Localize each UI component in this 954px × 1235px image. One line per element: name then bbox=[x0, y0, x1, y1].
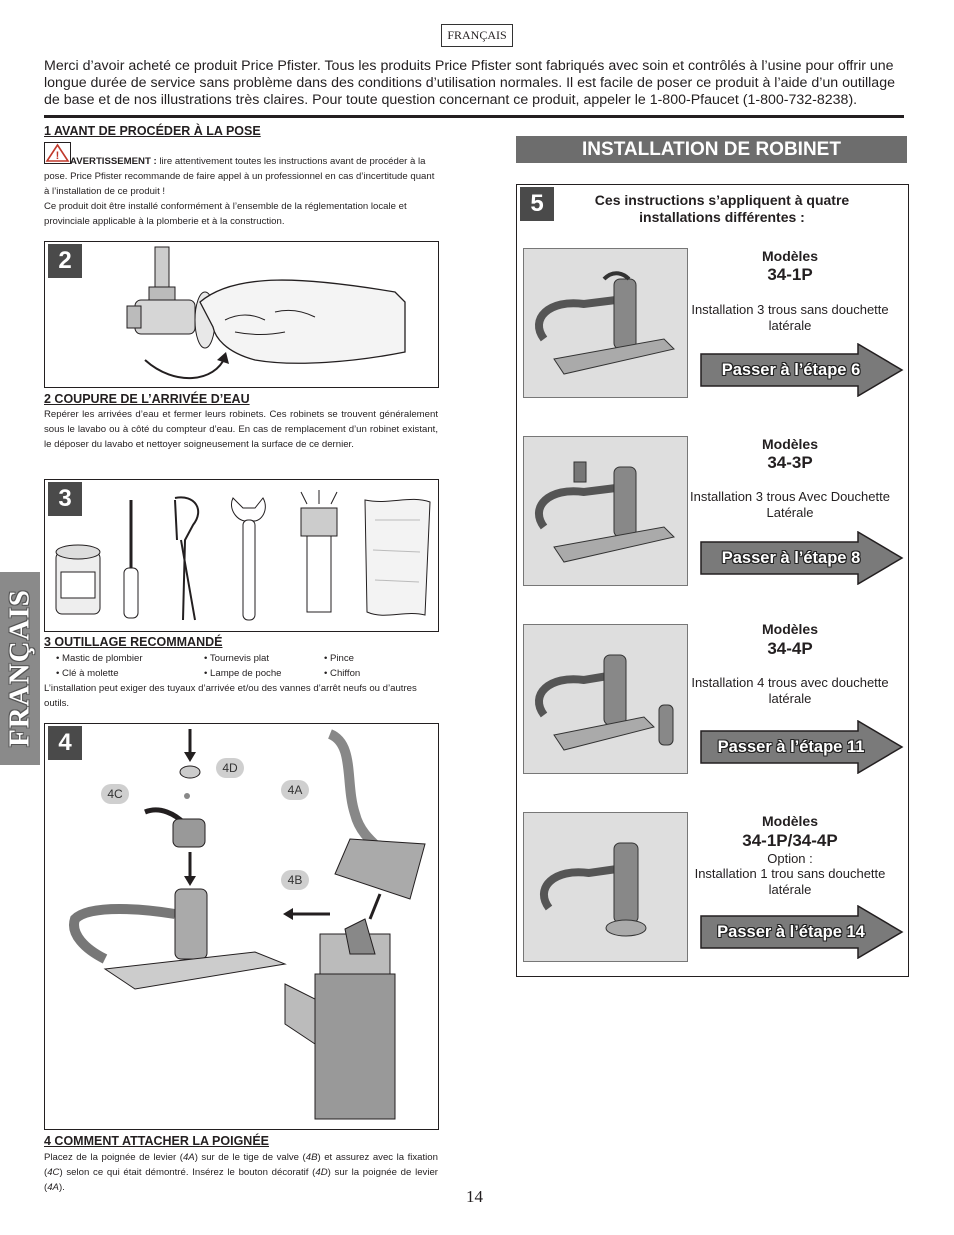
handle-assembly-illustration bbox=[69, 729, 426, 1120]
language-side-tab: FRANÇAIS bbox=[0, 572, 40, 765]
warning-label: AVERTISSEMENT : bbox=[70, 156, 157, 167]
warning-icon: ! bbox=[44, 142, 71, 164]
ref-4a: 4A bbox=[47, 1182, 59, 1193]
option-34-1p-label: Modèles bbox=[761, 248, 818, 264]
go-to-step-8-button[interactable]: Passer à l’étape 8 bbox=[700, 531, 904, 585]
rag-icon bbox=[364, 498, 431, 616]
right-arrow-icon bbox=[700, 531, 904, 585]
shutoff-valve-hand-illustration bbox=[126, 246, 406, 380]
option-34-3p-image bbox=[523, 436, 688, 586]
option-single-hole-option: Option : bbox=[767, 851, 813, 866]
faucet-4-hole-sprayer-icon bbox=[535, 654, 674, 751]
step2-figure: 2 bbox=[44, 241, 439, 388]
step3-note: L’installation peut exiger des tuyaux d’… bbox=[44, 683, 417, 709]
right-arrow-icon bbox=[700, 905, 904, 959]
tool-wrench: • Clé à molette bbox=[56, 668, 119, 679]
installation-heading: INSTALLATION DE ROBINET bbox=[516, 136, 907, 163]
screwdriver-icon bbox=[123, 500, 139, 619]
step4-text-part: ) et assurez avec la fixation ( bbox=[44, 1152, 438, 1178]
option-single-hole-code: 34-1P/34-4P bbox=[742, 831, 838, 850]
go-to-step-8-label: Passer à l’étape 8 bbox=[721, 549, 861, 567]
go-to-step-6-button[interactable]: Passer à l’étape 6 bbox=[700, 343, 904, 397]
tool-screwdriver: • Tournevis plat bbox=[204, 653, 270, 664]
step4-number: 4 bbox=[48, 726, 82, 760]
language-tag: FRANÇAIS bbox=[441, 24, 513, 47]
go-to-step-14-label: Passer à l’étape 14 bbox=[717, 923, 865, 941]
go-to-step-11-button[interactable]: Passer à l’étape 11 bbox=[700, 720, 904, 774]
step4-text-part: Placez de la poignée de levier ( bbox=[44, 1152, 183, 1163]
step4-figure: 4 4D 4C 4A 4B bbox=[44, 723, 439, 1130]
tool-rag: • Chiffon bbox=[324, 668, 361, 679]
faucet-1-hole-icon bbox=[540, 842, 647, 937]
step4-text-part: ) sur de le tige de valve ( bbox=[194, 1152, 306, 1163]
option-34-1p-desc: Installation 3 trous sans douchette laté… bbox=[691, 302, 889, 333]
page-number: 14 bbox=[466, 1187, 483, 1206]
step4-title: 4 COMMENT ATTACHER LA POIGNÉE bbox=[44, 1134, 269, 1148]
putty-jar-icon bbox=[55, 544, 101, 615]
ref-4c: 4C bbox=[47, 1167, 60, 1178]
step3-number: 3 bbox=[48, 482, 82, 516]
go-to-step-11-label: Passer à l’étape 11 bbox=[717, 738, 865, 756]
option-34-3p-code: 34-3P bbox=[767, 453, 813, 472]
ref-4d: 4D bbox=[315, 1167, 328, 1178]
option-single-hole-desc: Installation 1 trou sans douchette latér… bbox=[694, 866, 886, 897]
option-34-3p-label: Modèles bbox=[761, 436, 818, 452]
pliers-icon bbox=[174, 496, 200, 621]
go-to-step-14-button[interactable]: Passer à l’étape 14 bbox=[700, 905, 904, 959]
right-arrow-icon bbox=[700, 720, 904, 774]
header-rule bbox=[44, 115, 904, 118]
faucet-3-hole-sprayer-icon bbox=[535, 461, 675, 563]
adjustable-wrench-icon bbox=[231, 497, 266, 621]
tool-flashlight: • Lampe de poche bbox=[204, 668, 282, 679]
flashlight-icon bbox=[300, 490, 338, 613]
intro-paragraph: Merci d’avoir acheté ce produit Price Pf… bbox=[44, 58, 895, 108]
tools-illustration bbox=[55, 490, 431, 621]
callout-4b: 4B bbox=[281, 870, 309, 890]
regulation-note: Ce produit doit être installé conforméme… bbox=[44, 201, 407, 227]
step4-text-part: ). bbox=[58, 1182, 65, 1193]
warning-text: lire attentivement toutes les instructio… bbox=[44, 156, 435, 197]
step4-text-part: ) selon ce qui était démontré. Insérez l… bbox=[59, 1167, 316, 1178]
option-34-4p-code: 34-4P bbox=[767, 639, 813, 658]
ref-4a: 4A bbox=[182, 1152, 195, 1163]
warning-block: AVERTISSEMENT : lire attentivement toute… bbox=[44, 154, 438, 229]
side-tab-label: FRANÇAIS bbox=[3, 589, 36, 747]
step4-text-part: ) sur la poignée de levier ( bbox=[44, 1167, 438, 1193]
step5-intro: Ces instructions s’appliquent à quatre i… bbox=[594, 192, 850, 225]
option-34-3p-desc: Installation 3 trous Avec Douchette Laté… bbox=[690, 489, 890, 520]
tool-putty: • Mastic de plombier bbox=[56, 653, 143, 664]
callout-4c: 4C bbox=[101, 784, 129, 804]
option-34-4p-image bbox=[523, 624, 688, 774]
ref-4b: 4B bbox=[305, 1152, 318, 1163]
go-to-step-6-label: Passer à l’étape 6 bbox=[721, 361, 861, 379]
section1-title: 1 AVANT DE PROCÉDER À LA POSE bbox=[44, 124, 261, 138]
callout-4d: 4D bbox=[216, 758, 244, 778]
option-34-4p-desc: Installation 4 trous avec douchette laté… bbox=[691, 675, 889, 706]
option-34-1p-image bbox=[523, 248, 688, 398]
step5-number: 5 bbox=[520, 187, 554, 221]
step3-figure: 3 bbox=[44, 479, 439, 632]
callout-4a: 4A bbox=[281, 780, 309, 800]
right-arrow-icon bbox=[700, 343, 904, 397]
option-single-hole-label: Modèles bbox=[761, 813, 818, 829]
svg-text:!: ! bbox=[56, 150, 60, 162]
step2-text: Repérer les arrivées d’eau et fermer leu… bbox=[44, 409, 438, 450]
option-34-4p-label: Modèles bbox=[761, 621, 818, 637]
option-34-1p-code: 34-1P bbox=[767, 265, 813, 284]
tool-pliers: • Pince bbox=[324, 653, 355, 664]
step2-title: 2 COUPURE DE L’ARRIVÉE D’EAU bbox=[44, 392, 250, 406]
step2-number: 2 bbox=[48, 244, 82, 278]
step4-text: Placez de la poignée de levier (4A) sur … bbox=[44, 1150, 438, 1195]
option-34-1p-34-4p-image bbox=[523, 812, 688, 962]
step3-title: 3 OUTILLAGE RECOMMANDÉ bbox=[44, 635, 223, 649]
faucet-3-hole-icon bbox=[535, 271, 675, 375]
